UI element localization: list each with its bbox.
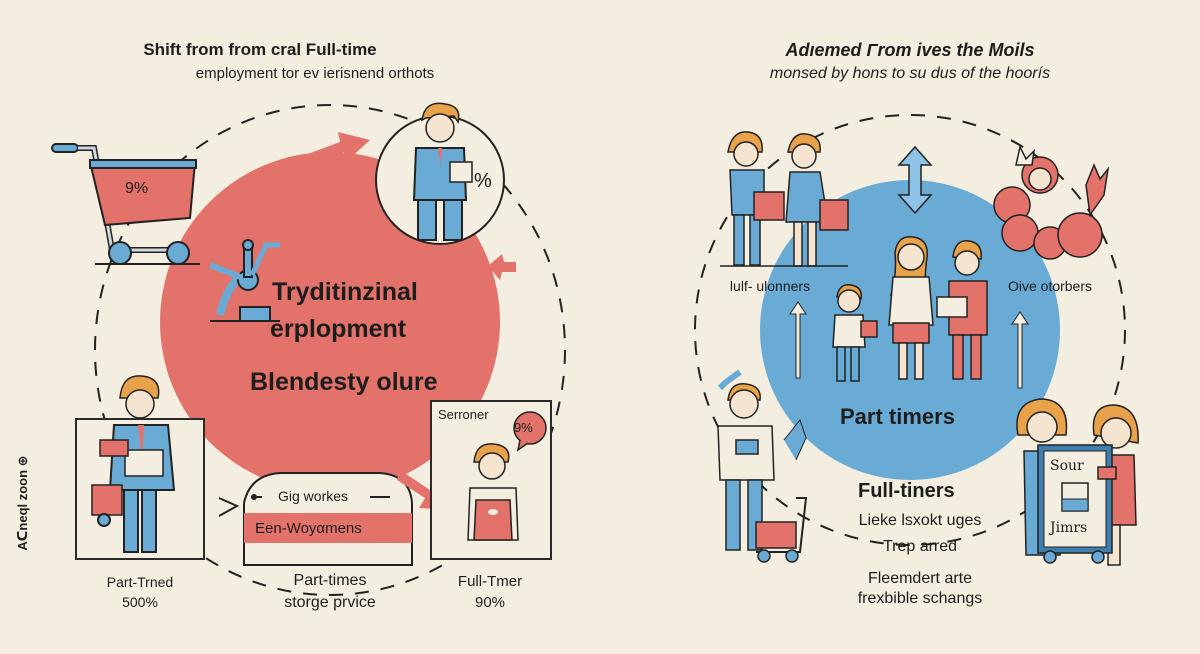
office-worker-icon: [375, 102, 505, 245]
gig-caption-line1: Part-times: [293, 572, 367, 589]
machine-icon: [208, 239, 280, 322]
crowd-icon: [993, 144, 1110, 260]
gig-caption-line2: storge prvice: [284, 594, 376, 611]
circle-text-line3: Blendesty olure: [250, 368, 438, 396]
full-timers-line1: Lieke lsxokt uges: [858, 512, 982, 529]
full-timer-label: Full-Tmer: [457, 573, 523, 590]
left-title: Shift from from cral Full-time: [143, 40, 377, 59]
left-group-label: lulf- ulonners: [729, 278, 811, 294]
cycle-arrows-icon: [488, 254, 516, 280]
cart-badge: 9%: [125, 180, 149, 197]
right-title: Adıemed Γrom ives the Moils: [785, 40, 1035, 60]
full-timers-heading: Full-tiners: [858, 480, 955, 502]
right-dashed-orbit: [694, 114, 1126, 546]
circle-text-line1: Tryditinzinal: [272, 278, 418, 306]
part-trned-label: Part-Trned: [106, 574, 174, 590]
gig-box-outline: [243, 472, 413, 566]
sign-line2: Jimrs: [1050, 520, 1088, 536]
vertical-axis-label: Aᑕneql zoon ⊕: [15, 455, 30, 551]
shopping-cart-icon: [51, 143, 200, 265]
gig-box-header: Gig workes: [278, 488, 349, 504]
right-subtitle: monsed by hons to su dus of the hoorís: [769, 65, 1051, 82]
part-trned-value: 500%: [122, 594, 158, 610]
man-with-cart-icon: [717, 369, 808, 563]
vertical-axis: Aᑕneql zoon ⊕: [8, 440, 30, 575]
full-timer-value: 90%: [474, 594, 506, 611]
full-timers-line2: Trep arred: [882, 538, 958, 555]
arrow-to-gig-icon: [218, 497, 240, 517]
circle-text-line2: erplopment: [270, 315, 407, 343]
gig-box-banner: Een-Woyαmens: [255, 520, 362, 537]
worker-overalls-icon: [467, 443, 519, 541]
full-timers-line3: Fleemdert arte: [867, 570, 973, 587]
speech-bubble-icon: [513, 411, 547, 452]
part-timers-label: Part timers: [840, 404, 955, 429]
sign-line1: Sour: [1050, 458, 1084, 474]
people-with-briefcases-icon: [720, 131, 849, 267]
up-arrow-left-icon: [789, 301, 807, 379]
left-subtitle: employment tor ev ierisnend orthots: [195, 65, 435, 82]
arrow-right-icon: [305, 132, 370, 165]
double-arrow-icon: [897, 145, 933, 215]
family-icon: [832, 236, 988, 382]
speech-bubble-value: 9%: [514, 420, 533, 435]
full-timer-box-header: Serroner: [438, 407, 489, 422]
dashed-orbit: [94, 104, 566, 596]
right-group-label: Oive otorbers: [1007, 278, 1093, 294]
worker-badge: %: [474, 170, 492, 192]
worker-with-laptop-icon: [91, 375, 176, 553]
up-arrow-right-icon: [1011, 311, 1029, 389]
full-timers-line4: frexbible schangs: [857, 590, 983, 607]
women-with-sign-icon: [1016, 398, 1139, 566]
